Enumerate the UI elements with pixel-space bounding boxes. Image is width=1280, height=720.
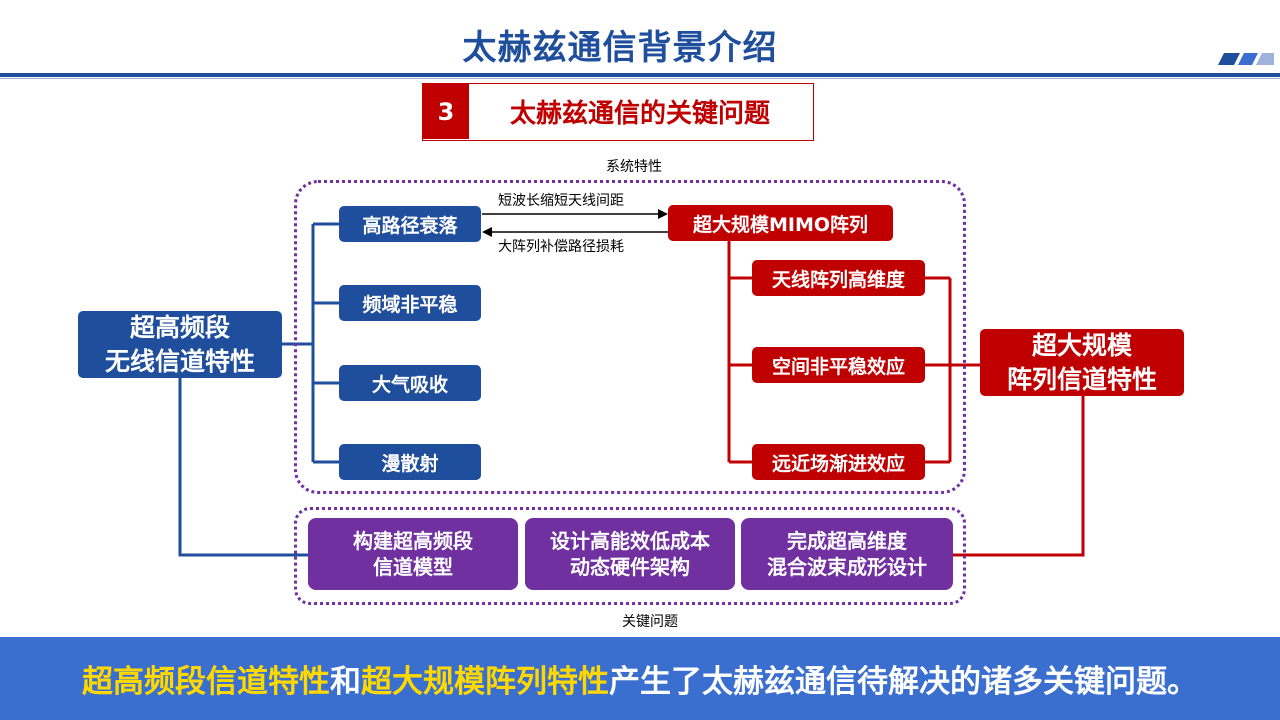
massive-mimo-array-box: 超大规模MIMO阵列 [668,205,893,241]
footer-connector: 和 [330,664,361,700]
massive-array-characteristics-box: 超大规模 阵列信道特性 [980,329,1184,396]
arrow-label-large-array: 大阵列补偿路径损耗 [498,239,624,255]
problem-channel-model-box: 构建超高频段 信道模型 [308,518,518,590]
problem-1-line2: 信道模型 [373,555,453,579]
problem-2-line1: 设计高能效低成本 [550,529,710,553]
footer-summary: 超高频段信道特性和超大规模阵列特性产生了太赫兹通信待解决的诸多关键问题。 [0,637,1280,720]
footer-highlight-1: 超高频段信道特性 [82,664,330,700]
high-path-loss-box: 高路径衰落 [339,206,481,242]
massive-array-line2: 阵列信道特性 [1006,364,1157,394]
arrow-label-short-wavelength: 短波长缩短天线间距 [498,193,624,209]
system-features-label: 系统特性 [606,159,662,175]
near-far-field-box: 远近场渐进效应 [752,444,925,480]
spatial-nonstationary-box: 空间非平稳效应 [752,347,925,383]
header-rule [0,73,1280,77]
section-number: 3 [423,84,469,139]
header-rule-thin [0,78,1280,79]
problem-beamforming-box: 完成超高维度 混合波束成形设计 [741,518,953,590]
antenna-high-dimension-box: 天线阵列高维度 [752,260,925,296]
header-stripes-icon [1218,53,1274,65]
problem-1-line1: 构建超高频段 [353,529,473,553]
frequency-nonstationary-box: 频域非平稳 [339,285,481,321]
hf-channel-line2: 无线信道特性 [104,346,255,376]
problem-3-line1: 完成超高维度 [787,529,907,553]
page-title: 太赫兹通信背景介绍 [462,28,778,68]
key-problems-label: 关键问题 [622,614,678,630]
problem-hardware-architecture-box: 设计高能效低成本 动态硬件架构 [525,518,735,590]
problem-3-line2: 混合波束成形设计 [767,555,927,579]
footer-conclusion: 产生了太赫兹通信待解决的诸多关键问题。 [609,664,1198,700]
hf-channel-characteristics-box: 超高频段 无线信道特性 [78,311,282,378]
key-problems-group [294,507,966,605]
footer-highlight-2: 超大规模阵列特性 [361,664,609,700]
massive-array-line1: 超大规模 [1031,330,1132,360]
diffuse-scattering-box: 漫散射 [339,444,481,480]
section-title: 太赫兹通信的关键问题 [509,99,770,129]
section-badge: 3 太赫兹通信的关键问题 [422,83,814,141]
system-features-group [294,180,966,494]
atmospheric-absorption-box: 大气吸收 [339,365,481,401]
problem-2-line2: 动态硬件架构 [570,555,690,579]
hf-channel-line1: 超高频段 [129,312,230,342]
